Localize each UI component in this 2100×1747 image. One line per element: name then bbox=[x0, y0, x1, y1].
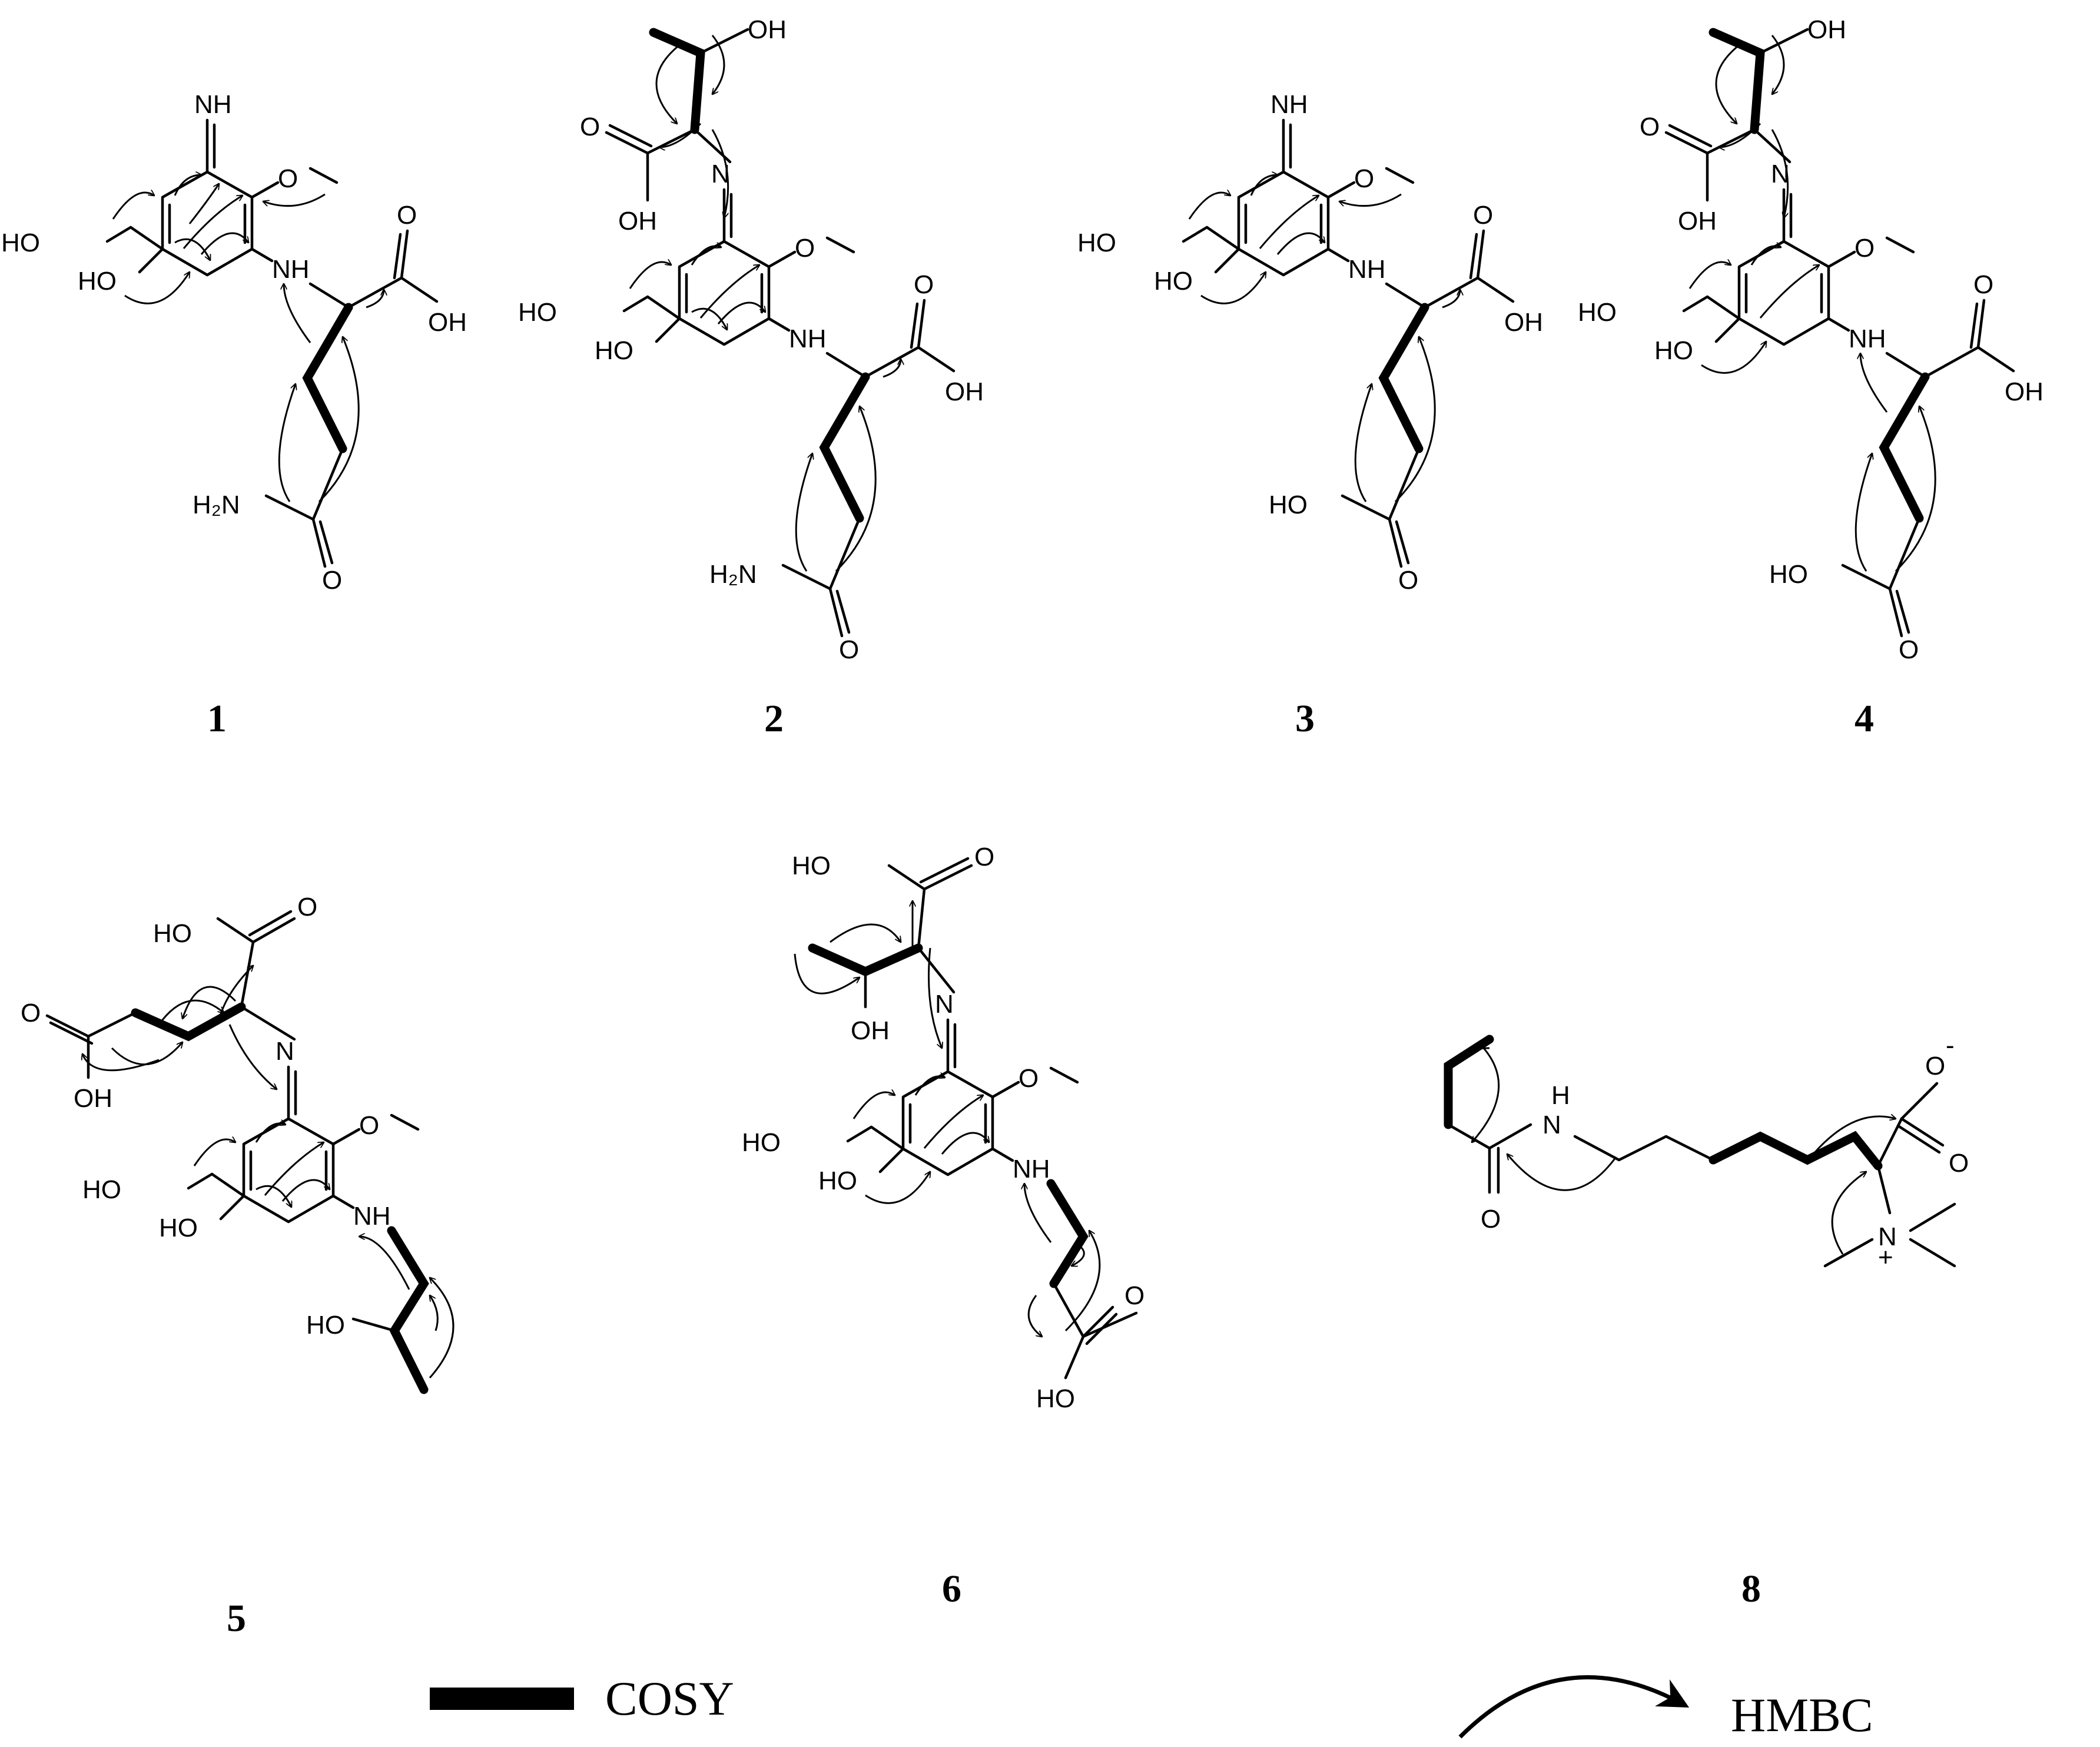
compound-number: 6 bbox=[942, 1567, 961, 1610]
hydroxymethyl-label: HO bbox=[1578, 298, 1617, 327]
methoxy-o-label: O bbox=[795, 234, 815, 263]
acid-oh-label: OH bbox=[618, 207, 657, 236]
acid-ho-label: HO bbox=[153, 919, 192, 948]
methoxy-o-label: O bbox=[1354, 164, 1374, 193]
acid-o2-label: O bbox=[1398, 566, 1418, 595]
ammonium-n-label: N bbox=[1878, 1222, 1897, 1251]
hydroxy-label: HO bbox=[595, 336, 633, 365]
methoxy-o-label: O bbox=[1019, 1064, 1039, 1093]
acid-ho-label: HO bbox=[1769, 560, 1808, 589]
carboxylate-minus: - bbox=[1946, 1031, 1955, 1060]
hydroxymethyl-label: HO bbox=[742, 1128, 781, 1157]
ammonium-plus: + bbox=[1878, 1243, 1893, 1272]
compound-4: N OH O OH O HO HO NH O OH HO O bbox=[1578, 15, 2043, 740]
hmbc-legend-label: HMBC bbox=[1731, 1688, 1873, 1742]
amide-nh-h-label: H bbox=[1551, 1081, 1570, 1110]
compound-3: NH O HO HO NH O OH HO O 3 bbox=[1077, 90, 1543, 740]
amide-label: H₂N bbox=[193, 490, 240, 519]
imine-label: NH bbox=[1270, 90, 1308, 119]
side-ho-label: HO bbox=[306, 1311, 345, 1340]
acid2-ho-label: HO bbox=[1036, 1384, 1075, 1413]
acid-o2-label: O bbox=[1899, 635, 1919, 664]
compound-number: 2 bbox=[764, 697, 784, 740]
compound-2: N OH O OH O HO HO NH O OH H₂N O bbox=[518, 15, 984, 740]
amine-label: NH bbox=[1348, 255, 1386, 284]
acid-o-label: O bbox=[1473, 201, 1493, 230]
methoxy-o-label: O bbox=[1854, 234, 1875, 263]
acid-o-label: O bbox=[1640, 112, 1660, 141]
side-oh-label: OH bbox=[748, 15, 787, 44]
hydroxy-label: HO bbox=[159, 1214, 198, 1242]
acid-oh-label: OH bbox=[1678, 207, 1717, 236]
acid2-o-label: O bbox=[914, 270, 934, 299]
acid-ho-label: HO bbox=[792, 851, 831, 880]
acid-oh-label: OH bbox=[1504, 308, 1543, 337]
hydroxymethyl-label: HO bbox=[518, 298, 557, 327]
imine-n-label: N bbox=[935, 990, 954, 1019]
amide-label: H₂N bbox=[709, 560, 757, 589]
amine-label: NH bbox=[272, 255, 310, 284]
side-oh-label: OH bbox=[1807, 15, 1846, 44]
methoxy-o-label: O bbox=[359, 1111, 379, 1140]
acid2-o-label: O bbox=[21, 999, 41, 1027]
hydroxy-label: HO bbox=[818, 1166, 857, 1195]
acid-o-label: O bbox=[974, 843, 994, 871]
carboxylate-o2-label: O bbox=[1949, 1149, 1969, 1178]
amide-nh-n-label: N bbox=[1542, 1110, 1561, 1139]
compound-5: N O HO O OH O HO HO NH HO 5 bbox=[21, 893, 454, 1640]
amide-o-label: O bbox=[322, 566, 342, 595]
compound-8: O N H O - O N + 8 bbox=[1444, 1031, 1969, 1610]
acid2-o-label: O bbox=[1124, 1281, 1144, 1310]
hmbc-legend-arrow bbox=[1458, 1675, 1690, 1739]
compound-1: NH O HO HO NH O OH H₂N O 1 bbox=[1, 90, 467, 740]
acid-ho-label: HO bbox=[1269, 490, 1308, 519]
amine-label: NH bbox=[1013, 1155, 1050, 1184]
acid2-o-label: O bbox=[1973, 270, 1993, 299]
hydroxymethyl-label: HO bbox=[1077, 228, 1116, 257]
acid-oh-label: OH bbox=[428, 308, 467, 337]
methoxy-o-label: O bbox=[278, 164, 298, 193]
hydroxymethyl-label: HO bbox=[82, 1175, 121, 1204]
amine-label: NH bbox=[1849, 324, 1886, 353]
legend: COSY HMBC bbox=[430, 1672, 1873, 1742]
acid2-oh-label: OH bbox=[945, 377, 984, 406]
cosy-legend-label: COSY bbox=[605, 1672, 734, 1725]
carboxylate-o-label: O bbox=[1925, 1052, 1945, 1080]
hydroxymethyl-label: HO bbox=[1, 228, 40, 257]
compound-number: 8 bbox=[1741, 1567, 1761, 1610]
imine-n-label: N bbox=[276, 1037, 294, 1066]
amide-o-label: O bbox=[839, 635, 859, 664]
amine-label: NH bbox=[353, 1202, 391, 1231]
compound-number: 5 bbox=[227, 1597, 246, 1640]
compound-number: 1 bbox=[207, 697, 227, 740]
hydroxy-label: HO bbox=[1154, 267, 1193, 296]
acid-o-label: O bbox=[397, 201, 417, 230]
side-oh-label: OH bbox=[851, 1016, 890, 1045]
hydroxy-label: HO bbox=[1654, 336, 1693, 365]
acid-o-label: O bbox=[580, 112, 600, 141]
acid2-oh-label: OH bbox=[2005, 377, 2043, 406]
compound-number: 3 bbox=[1295, 697, 1315, 740]
compound-number: 4 bbox=[1854, 697, 1874, 740]
hydroxy-label: HO bbox=[78, 267, 117, 296]
amine-label: NH bbox=[789, 324, 827, 353]
acid2-oh-label: OH bbox=[74, 1084, 112, 1113]
acid-o-label: O bbox=[297, 893, 317, 921]
imine-label: NH bbox=[194, 90, 232, 119]
amide-o-label: O bbox=[1481, 1205, 1501, 1234]
compound-6: N O HO OH O HO HO NH O HO 6 bbox=[742, 843, 1144, 1610]
